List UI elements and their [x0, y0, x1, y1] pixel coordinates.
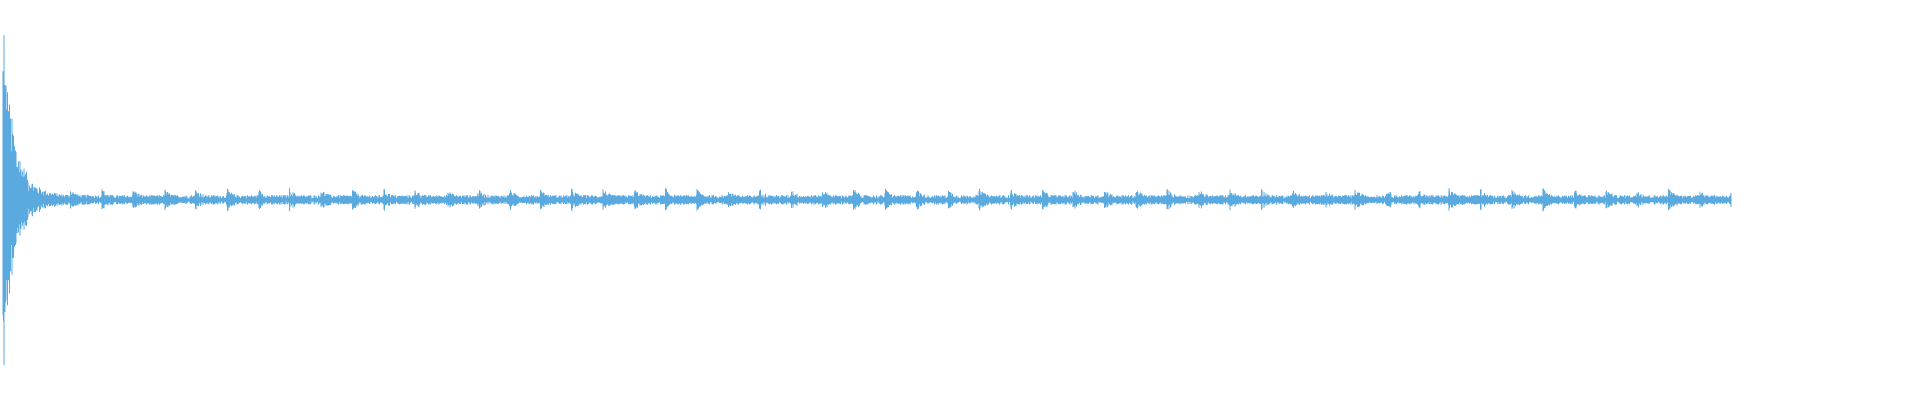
waveform-path — [2, 71, 1732, 322]
